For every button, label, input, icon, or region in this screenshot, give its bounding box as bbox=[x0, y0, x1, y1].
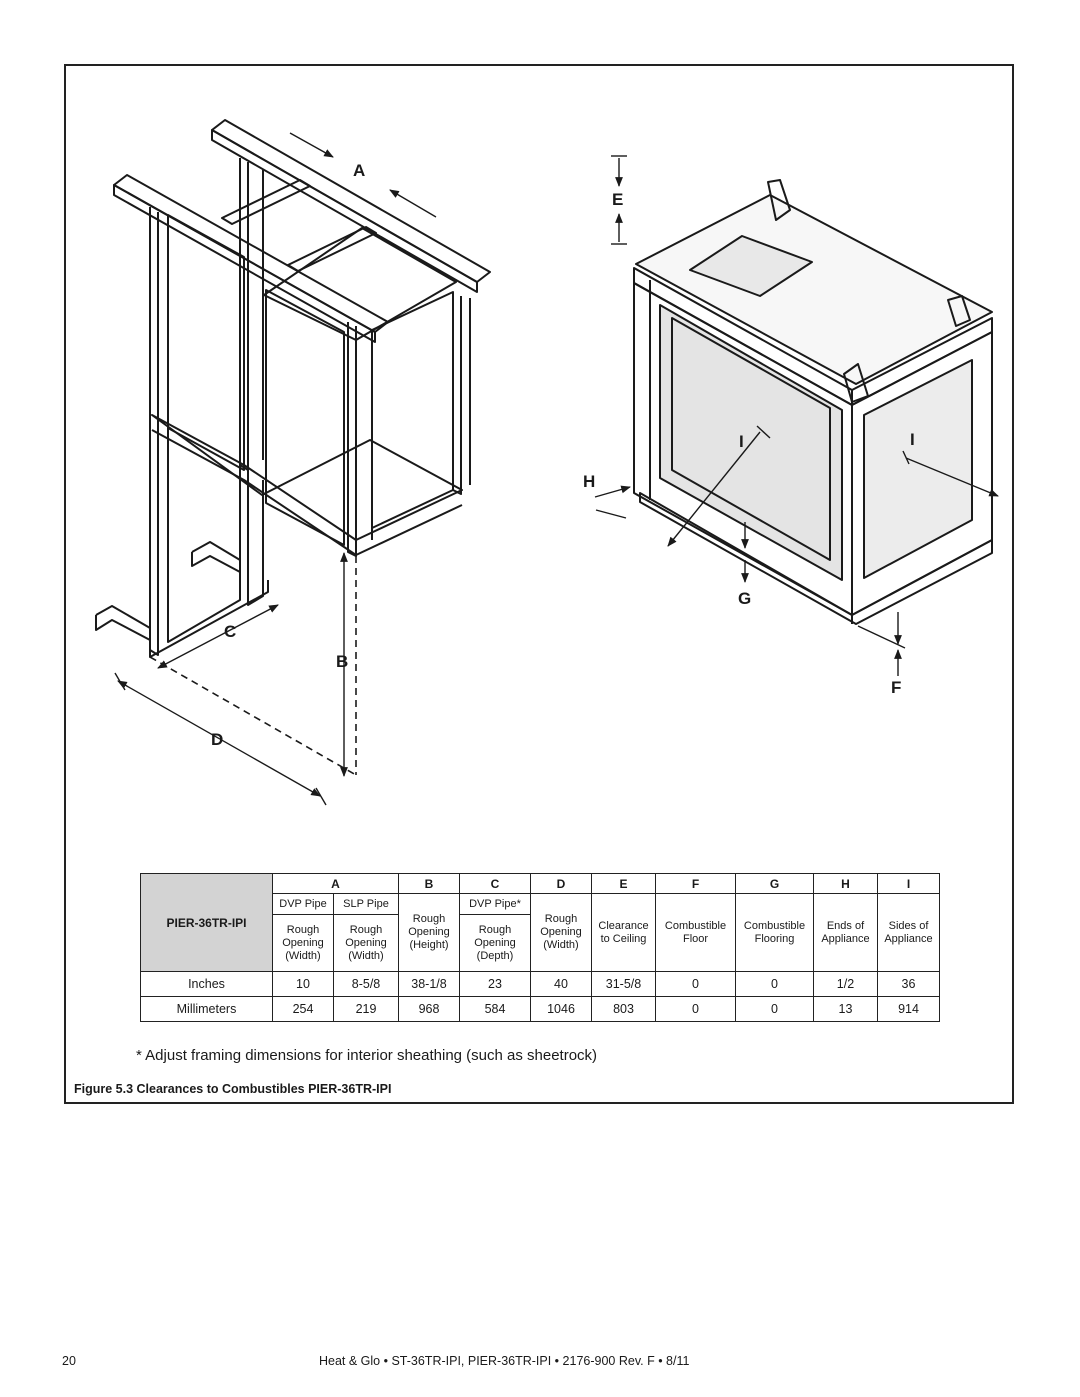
dim-label-h: H bbox=[583, 472, 595, 491]
cell: 36 bbox=[877, 971, 940, 997]
h-desc: Ends of Appliance bbox=[813, 893, 878, 972]
a-desc-slp: Rough Opening (Width) bbox=[333, 914, 399, 972]
cell: 254 bbox=[272, 996, 334, 1022]
col-header-c: C bbox=[459, 873, 531, 894]
cell: 219 bbox=[333, 996, 399, 1022]
model-name: PIER-36TR-IPI bbox=[166, 915, 247, 930]
footnote: * Adjust framing dimensions for interior… bbox=[136, 1047, 598, 1064]
col-header-f: F bbox=[655, 873, 736, 894]
cell: 0 bbox=[735, 996, 814, 1022]
d-desc: Rough Opening (Width) bbox=[530, 893, 592, 972]
col-header-i: I bbox=[877, 873, 940, 894]
cell: 584 bbox=[459, 996, 531, 1022]
figure-frame bbox=[64, 64, 1014, 1104]
clearance-drawing: A B C D E F G H I I bbox=[95, 119, 999, 806]
c-sub-dvp: DVP Pipe* bbox=[459, 893, 531, 915]
col-header-g: G bbox=[735, 873, 814, 894]
model-cell: PIER-36TR-IPI bbox=[140, 873, 273, 972]
a-desc-dvp: Rough Opening (Width) bbox=[272, 914, 334, 972]
dim-label-e: E bbox=[612, 190, 623, 209]
cell: 38-1/8 bbox=[398, 971, 460, 997]
cell: 23 bbox=[459, 971, 531, 997]
cell: 0 bbox=[735, 971, 814, 997]
cell: 0 bbox=[655, 971, 736, 997]
cell: 1/2 bbox=[813, 971, 878, 997]
cell: 10 bbox=[272, 971, 334, 997]
dim-label-g: G bbox=[738, 589, 751, 608]
dim-label-b: B bbox=[336, 652, 348, 671]
dim-label-f: F bbox=[891, 678, 901, 697]
row-label-inches: Inches bbox=[140, 971, 273, 997]
dim-label-a: A bbox=[353, 161, 365, 180]
col-header-e: E bbox=[591, 873, 656, 894]
cell: 31-5/8 bbox=[591, 971, 656, 997]
a-sub-dvp: DVP Pipe bbox=[272, 893, 334, 915]
cell: 914 bbox=[877, 996, 940, 1022]
col-header-d: D bbox=[530, 873, 592, 894]
clearance-table: PIER-36TR-IPI A B C D E F G H I DVP Pipe… bbox=[140, 873, 940, 1022]
a-sub-slp: SLP Pipe bbox=[333, 893, 399, 915]
i-desc: Sides of Appliance bbox=[877, 893, 940, 972]
cell: 968 bbox=[398, 996, 460, 1022]
dim-label-i-front: I bbox=[739, 432, 744, 451]
table-row: Millimeters 254 219 968 584 1046 803 0 0… bbox=[140, 996, 940, 1022]
col-header-h: H bbox=[813, 873, 878, 894]
cell: 40 bbox=[530, 971, 592, 997]
cell: 8-5/8 bbox=[333, 971, 399, 997]
c-desc: Rough Opening (Depth) bbox=[459, 914, 531, 972]
row-label-millimeters: Millimeters bbox=[140, 996, 273, 1022]
dim-label-c: C bbox=[224, 622, 236, 641]
dim-label-d: D bbox=[211, 730, 223, 749]
cell: 803 bbox=[591, 996, 656, 1022]
cell: 1046 bbox=[530, 996, 592, 1022]
b-desc: Rough Opening (Height) bbox=[398, 893, 460, 972]
table-row: Inches 10 8-5/8 38-1/8 23 40 31-5/8 0 0 … bbox=[140, 971, 940, 997]
figure-caption: Figure 5.3 Clearances to Combustibles PI… bbox=[74, 1082, 392, 1096]
col-header-b: B bbox=[398, 873, 460, 894]
g-desc: Combustible Flooring bbox=[735, 893, 814, 972]
page-number: 20 bbox=[62, 1354, 76, 1368]
e-desc: Clearance to Ceiling bbox=[591, 893, 656, 972]
cell: 0 bbox=[655, 996, 736, 1022]
col-header-a: A bbox=[272, 873, 399, 894]
cell: 13 bbox=[813, 996, 878, 1022]
dim-label-i-side: I bbox=[910, 430, 915, 449]
page-footer: Heat & Glo • ST-36TR-IPI, PIER-36TR-IPI … bbox=[319, 1354, 690, 1368]
f-desc: Combustible Floor bbox=[655, 893, 736, 972]
